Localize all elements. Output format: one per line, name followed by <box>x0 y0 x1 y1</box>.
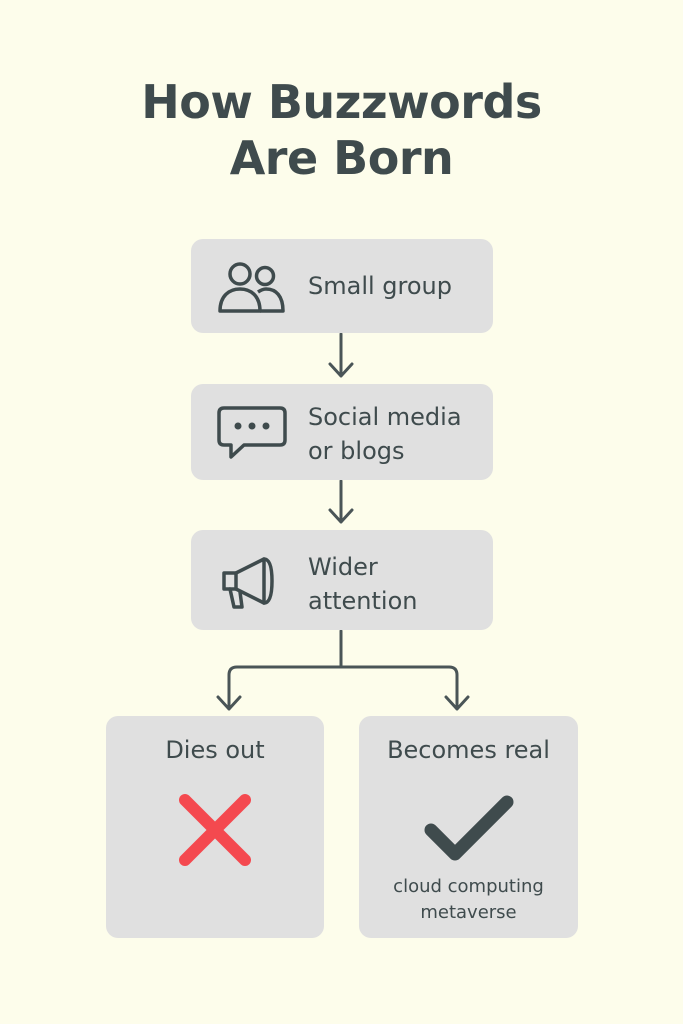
diagram-title: How Buzzwords Are Born <box>0 74 683 186</box>
step-social-media: Social media or blogs <box>191 384 493 480</box>
step-label: Social media or blogs <box>308 403 462 465</box>
megaphone-icon <box>215 550 289 614</box>
title-line-1: How Buzzwords <box>141 75 542 129</box>
examples-list: cloud computing metaverse <box>359 874 578 926</box>
step-wider-attention: Wider attention <box>191 530 493 630</box>
example-item: metaverse <box>420 902 517 923</box>
outcome-becomes-real: Becomes real cloud computing metaverse <box>359 716 578 938</box>
step-label: Wider attention <box>308 553 418 615</box>
people-icon <box>215 254 289 318</box>
step-label: Small group <box>308 272 452 300</box>
title-line-2: Are Born <box>229 131 454 185</box>
outcome-heading: Becomes real <box>387 736 550 764</box>
step-small-group: Small group <box>191 239 493 333</box>
arrow-small-group-to-social <box>328 332 354 378</box>
x-mark-icon <box>106 792 324 868</box>
chat-bubble-icon <box>215 402 289 466</box>
outcome-heading: Dies out <box>165 736 265 764</box>
arrow-wider-split <box>216 629 470 711</box>
outcome-dies-out: Dies out <box>106 716 324 938</box>
checkmark-icon <box>359 794 578 864</box>
arrow-social-to-wider <box>328 479 354 524</box>
example-item: cloud computing <box>393 876 544 897</box>
